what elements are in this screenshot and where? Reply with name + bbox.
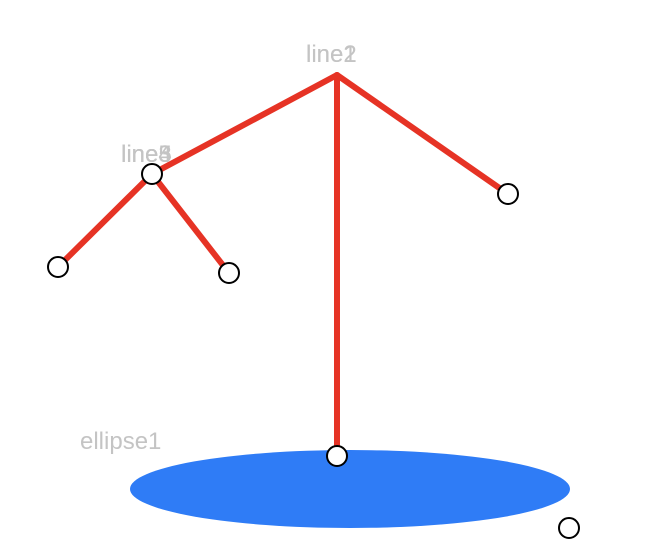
ellipse1-shape[interactable] [130,450,570,528]
line5-label: line5 [121,141,172,168]
line1-label: line1 [306,41,357,68]
ellipse1-label: ellipse1 [80,428,161,455]
line4-end-handle[interactable] [47,256,69,278]
line2-shape[interactable] [334,72,511,197]
line4-label: line4 [121,141,172,168]
ellipse1-resize-handle[interactable] [558,517,580,539]
line3-label: line3 [121,141,172,168]
line2-label: line2 [306,41,357,68]
line2-end-handle[interactable] [497,183,519,205]
line4-shape[interactable] [55,171,155,270]
line3-shape[interactable] [149,72,340,177]
line5-end-handle[interactable] [218,262,240,284]
line5-shape[interactable] [149,171,232,276]
line-joint-handle[interactable] [141,163,163,185]
line1-end-handle[interactable] [326,445,348,467]
